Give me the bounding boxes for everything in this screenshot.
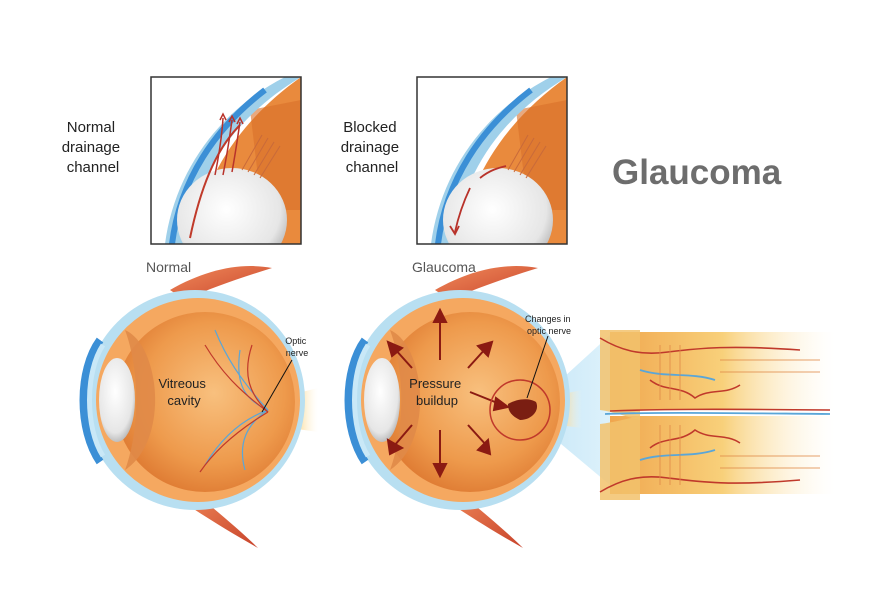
lens	[364, 358, 400, 442]
ciliary-muscle	[390, 330, 421, 470]
zonular-fibers	[507, 134, 547, 179]
optic-nerve-pointer	[261, 359, 293, 413]
blocked-drainage-panel	[416, 76, 568, 245]
panel-frame	[416, 76, 568, 245]
optic-nerve-label: Optic nerve	[285, 336, 309, 358]
pressure-buildup-label: Pressure buildup	[409, 376, 465, 408]
vitreous-body	[115, 312, 295, 492]
normal-eye	[79, 266, 318, 548]
cornea	[344, 337, 369, 465]
blocked-drainage-label: Blocked drainage channel	[341, 119, 404, 176]
panel-frame	[150, 76, 302, 245]
cornea	[435, 87, 533, 244]
cornea	[79, 337, 104, 465]
damaged-nerve-head	[508, 399, 538, 420]
blocked-flow-arrows	[449, 165, 507, 236]
normal-section-label: Normal	[146, 259, 191, 275]
glaucoma-section-label: Glaucoma	[412, 259, 476, 275]
ciliary-muscle	[125, 330, 156, 470]
optic-nerve-closeup	[599, 330, 835, 500]
changes-pointer	[526, 335, 549, 399]
nerve-arteries	[599, 337, 831, 493]
cornea	[169, 87, 267, 244]
nerve-highlight-circle	[489, 379, 551, 441]
nerve-fibers	[659, 345, 820, 485]
zonular-fibers	[241, 134, 281, 179]
diagram-title: Glaucoma	[612, 153, 782, 192]
lens	[443, 168, 553, 244]
vitreous-cavity-label: Vitreous cavity	[158, 376, 209, 408]
normal-drainage-panel	[150, 76, 302, 245]
vitreous-body	[380, 312, 560, 492]
glaucoma-eye	[344, 266, 582, 548]
lens	[99, 358, 135, 442]
nerve-veins	[604, 369, 831, 461]
pressure-arrows	[386, 307, 511, 479]
retinal-arteries	[199, 344, 269, 473]
normal-drainage-label: Normal drainage channel	[62, 119, 125, 176]
changes-in-optic-nerve-label: Changes in optic nerve	[525, 314, 573, 336]
fluid-flow-arrows	[214, 112, 244, 176]
